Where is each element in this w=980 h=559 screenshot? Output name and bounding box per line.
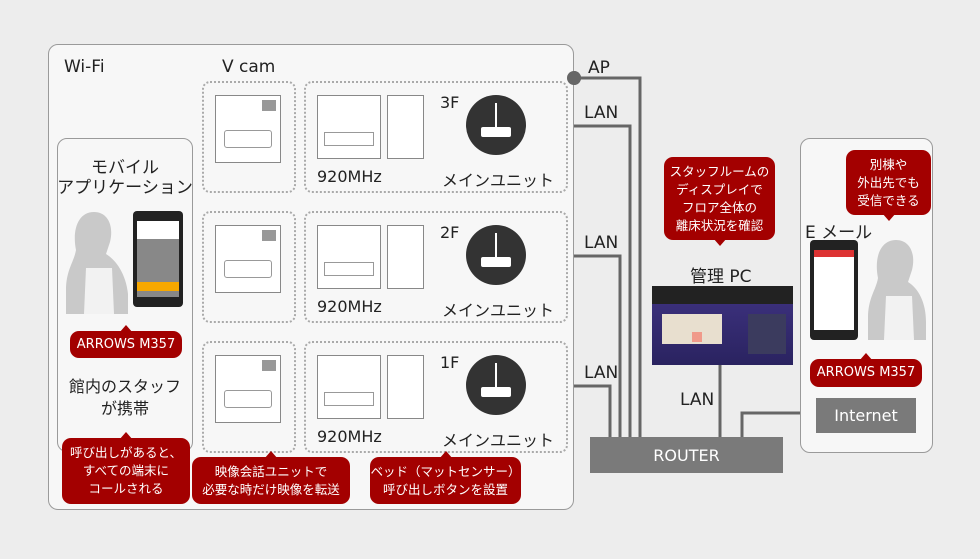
vcam-sofa-image <box>215 225 281 293</box>
floor-lan-label: LAN <box>584 363 619 383</box>
internet-box: Internet <box>816 398 916 433</box>
mobile-desc-2: が携帯 <box>100 399 149 418</box>
mobile-phone-icon <box>133 211 183 307</box>
vcam-unit-box <box>202 341 296 453</box>
mobile-title-2: アプリケーション <box>57 178 193 198</box>
call-button-image <box>387 225 424 289</box>
ap-label: AP <box>588 58 610 78</box>
bed-sensor-image <box>317 355 381 419</box>
router: ROUTER <box>590 437 783 473</box>
call-button-image <box>387 95 424 159</box>
staff-silhouette-icon <box>66 212 128 314</box>
bed-sensor-image <box>317 225 381 289</box>
vcam-sofa-image <box>215 95 281 163</box>
staff-silhouette-icon <box>868 240 926 340</box>
vcam-unit-box <box>202 211 296 323</box>
main-unit-icon <box>466 355 526 415</box>
floor-label: 1F <box>440 353 460 372</box>
floor-lan-label: LAN <box>584 103 619 123</box>
email-callout: 別棟や 外出先でも 受信できる <box>846 150 931 221</box>
floor-label: 3F <box>440 93 460 112</box>
freq-label: 920MHz <box>317 297 382 316</box>
freq-label: 920MHz <box>317 427 382 446</box>
email-model-badge: ARROWS M357 <box>810 353 922 387</box>
mobile-desc-1: 館内のスタッフ <box>68 377 181 396</box>
mobile-callout: 呼び出しがあると、 すべての端末に コールされる <box>62 432 190 504</box>
vcam-callout: 映像会話ユニットで 必要な時だけ映像を転送 <box>192 451 350 504</box>
email-phone-icon <box>810 240 858 340</box>
main-unit-label: メインユニット <box>442 171 555 190</box>
email-label: E メール <box>805 223 873 243</box>
pc-callout: スタッフルームの ディスプレイで フロア全体の 離床状況を確認 <box>664 157 775 246</box>
pc-screen <box>652 286 793 365</box>
call-button-image <box>387 355 424 419</box>
vcam-label: V cam <box>222 57 276 77</box>
main-unit-label: メインユニット <box>442 431 555 450</box>
bed-sensor-image <box>317 95 381 159</box>
mobile-title-1: モバイル <box>91 158 159 178</box>
wifi-label: Wi-Fi <box>64 57 105 77</box>
mobile-model-badge: ARROWS M357 <box>70 325 182 358</box>
pc-lan-label: LAN <box>680 390 715 410</box>
floor-lan-label: LAN <box>584 233 619 253</box>
main-unit-icon <box>466 95 526 155</box>
main-unit-label: メインユニット <box>442 301 555 320</box>
floor-sensor-box: 920MHz 3F メインユニット <box>304 81 568 193</box>
floor-sensor-box: 920MHz 1F メインユニット <box>304 341 568 453</box>
freq-label: 920MHz <box>317 167 382 186</box>
sensor-callout: ベッド（マットセンサー） 呼び出しボタンを設置 <box>370 451 521 504</box>
vcam-sofa-image <box>215 355 281 423</box>
pc-label: 管理 PC <box>690 267 752 287</box>
main-unit-icon <box>466 225 526 285</box>
vcam-unit-box <box>202 81 296 193</box>
floor-label: 2F <box>440 223 460 242</box>
floor-sensor-box: 920MHz 2F メインユニット <box>304 211 568 323</box>
